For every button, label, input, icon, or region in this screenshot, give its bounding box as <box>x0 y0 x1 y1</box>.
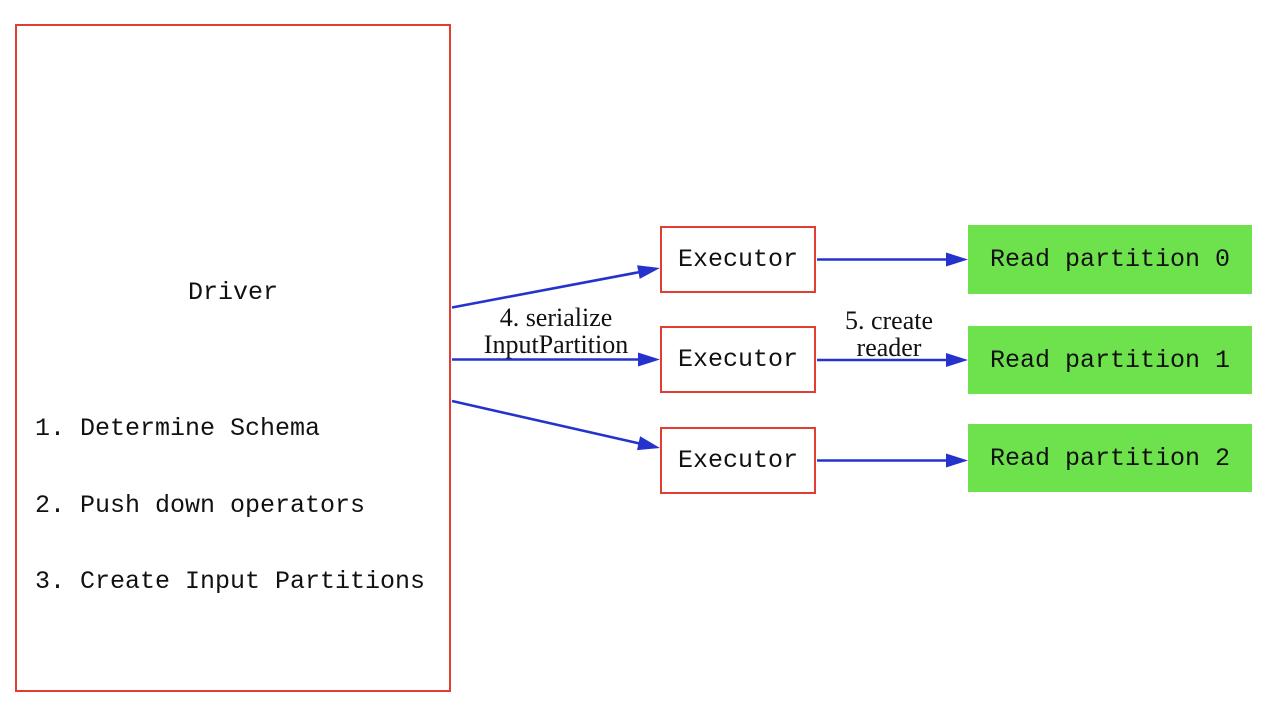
driver-title: Driver <box>187 278 278 307</box>
arrowhead-executor-1-to-partition-0 <box>946 252 968 267</box>
executor-label-1: Executor <box>677 245 799 274</box>
read-partition-box-1: Read partition 1 <box>968 326 1252 394</box>
executor-box-3: Executor <box>660 427 816 494</box>
arrowhead-driver-to-executor-1 <box>637 265 660 279</box>
arrowhead-executor-3-to-partition-2 <box>946 453 968 468</box>
serialize-label-line-2: InputPartition <box>483 330 629 359</box>
executor-box-1: Executor <box>660 226 816 293</box>
read-partition-label-0: Read partition 0 <box>989 245 1231 274</box>
create-reader-label-line-2: reader <box>856 333 922 362</box>
driver-step-2: 2. Push down operators <box>35 490 366 520</box>
executor-box-2: Executor <box>660 326 816 393</box>
executor-label-2: Executor <box>677 345 799 374</box>
serialize-inputpartition-label: 4. serialize InputPartition <box>446 304 666 358</box>
read-partition-box-0: Read partition 0 <box>968 225 1252 294</box>
create-reader-label: 5. create reader <box>799 307 979 361</box>
read-partition-box-2: Read partition 2 <box>968 424 1252 492</box>
driver-box: Driver 1. Determine Schema 2. Push down … <box>15 24 451 692</box>
driver-steps-list: 1. Determine Schema 2. Push down operato… <box>35 365 425 646</box>
serialize-label-line-1: 4. serialize <box>499 303 613 332</box>
arrow-driver-to-executor-3 <box>451 399 641 445</box>
driver-step-3: 3. Create Input Partitions <box>35 567 426 596</box>
executor-label-3: Executor <box>677 446 799 475</box>
arrowhead-driver-to-executor-3 <box>637 436 660 451</box>
read-partition-label-2: Read partition 2 <box>989 443 1231 473</box>
read-partition-label-1: Read partition 1 <box>989 345 1231 375</box>
create-reader-label-line-1: 5. create <box>844 306 934 335</box>
driver-step-1: 1. Determine Schema <box>35 414 321 443</box>
